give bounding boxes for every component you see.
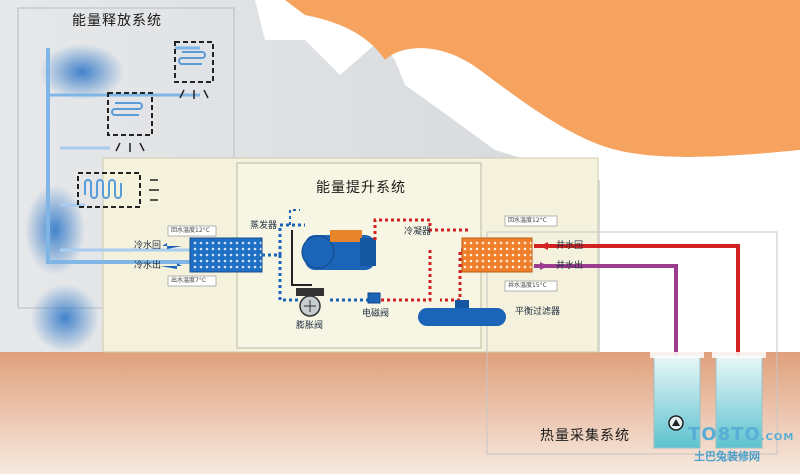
watermark-main: TO8TO	[688, 424, 761, 445]
return-temp-right: 回水温度12°C	[508, 217, 547, 224]
refrigerant-cold-branch	[289, 209, 300, 225]
collect-system-title: 热量采集系统	[540, 428, 630, 444]
solenoid-valve-label: 电磁阀	[362, 309, 390, 319]
capillary-line	[291, 230, 312, 286]
refrigerant-hot-loop	[373, 218, 470, 302]
watermark-sub: 土巴兔装修网	[694, 450, 760, 463]
well-left	[650, 352, 704, 449]
glow-top	[40, 44, 124, 100]
cold-water-return-arrow	[162, 243, 182, 249]
roof	[285, 0, 800, 157]
cold-water-out-label: 冷水出	[134, 261, 162, 271]
fan-coil-unit-2	[107, 92, 153, 152]
roof-gap	[600, 145, 800, 180]
fan-coil-unit-3	[77, 172, 159, 208]
glow-mid	[25, 185, 85, 275]
temp-box-well	[504, 280, 558, 292]
watermark-suffix: .COM	[760, 432, 795, 443]
temp-box-outlet-left	[167, 275, 217, 287]
cold-water-return-label: 冷水回	[134, 241, 162, 251]
collect-system-frame	[486, 231, 778, 455]
evaporator-block	[189, 237, 263, 273]
compressor	[301, 230, 376, 270]
well-pump-icon	[668, 415, 684, 431]
expansion-valve	[296, 288, 324, 317]
temp-box-return-right	[504, 215, 558, 227]
refrigerant-cold-loop	[262, 223, 305, 302]
well-water-return-label: 井水回	[556, 241, 584, 251]
watermark-logo: TO8TO.COM	[688, 424, 794, 445]
outlet-temp-left: 出水温度7°C	[171, 277, 207, 284]
return-temp-left: 回水温度12°C	[171, 227, 210, 234]
balance-filter	[418, 308, 506, 326]
well-return-arrow	[540, 242, 548, 250]
glow-bottom	[31, 284, 99, 352]
condenser-label: 冷凝器	[404, 227, 432, 237]
evaporator-label: 蒸发器	[250, 221, 278, 231]
balance-filter-cap	[455, 300, 469, 308]
temp-box-return-left	[167, 225, 217, 237]
pipe-release-3	[60, 203, 190, 252]
release-system-title: 能量释放系统	[72, 13, 162, 29]
well-out-arrow	[540, 262, 548, 270]
condenser-block	[461, 237, 533, 273]
boost-system-title: 能量提升系统	[316, 180, 406, 196]
pipe-release-outer	[46, 48, 190, 264]
solenoid-valve	[367, 292, 381, 304]
well-water-out-label: 井水出	[556, 261, 584, 271]
cold-water-out-arrow	[160, 263, 182, 269]
balance-filter-label: 平衡过滤器	[515, 307, 561, 317]
fan-coil-unit-1	[174, 41, 214, 99]
well-temp: 井水温度15°C	[508, 282, 547, 289]
well-right	[712, 352, 766, 449]
expansion-valve-label: 膨胀阀	[296, 321, 324, 331]
